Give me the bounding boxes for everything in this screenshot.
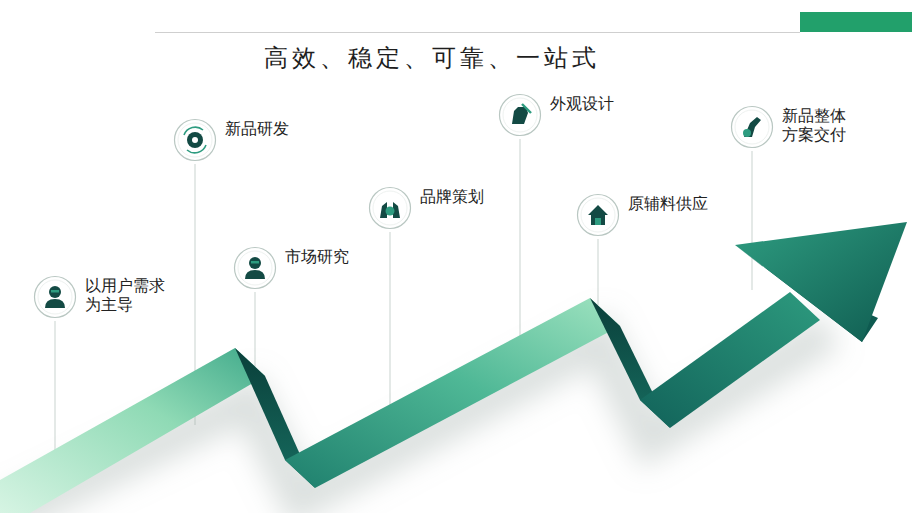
node-icon — [498, 93, 542, 137]
icon-ring — [175, 120, 216, 161]
house-door — [595, 218, 601, 225]
node-icon — [233, 246, 277, 290]
milestone-label: 品牌策划 — [420, 187, 484, 206]
wrench-icon — [522, 104, 531, 113]
icon-inner-ring — [38, 280, 72, 314]
gear-hole — [192, 137, 198, 143]
milestone-label: 新品研发 — [225, 119, 289, 138]
icon-inner-ring — [238, 251, 272, 285]
icon-ring — [732, 107, 773, 148]
leader-line — [598, 239, 599, 305]
leader-line — [520, 139, 521, 340]
header-rule — [155, 32, 800, 33]
title: 高效、稳定、可靠、一站式 — [212, 42, 652, 74]
cycle-arrows — [184, 127, 206, 153]
milestone-node: 原辅料供应 — [576, 193, 708, 237]
icon-inner-ring — [373, 191, 407, 225]
person-detail — [51, 290, 59, 293]
milestone-node: 市场研究 — [233, 246, 349, 290]
person-head — [249, 257, 261, 269]
icon-ring — [370, 188, 411, 229]
hand-tool-icon — [512, 107, 528, 124]
icon-ring — [35, 277, 76, 318]
person-detail — [251, 261, 259, 264]
gear-icon — [386, 207, 395, 216]
icon-inner-ring — [503, 98, 537, 132]
milestone-label: 原辅料供应 — [628, 194, 708, 213]
milestone-node: 新品整体 方案交付 — [730, 105, 852, 149]
node-icon — [576, 193, 620, 237]
house-icon — [588, 205, 608, 225]
icon-ring — [500, 95, 541, 136]
icon-inner-ring — [581, 198, 615, 232]
milestone-node: 品牌策划 — [368, 186, 484, 230]
leader-line — [390, 232, 391, 425]
icon-ring — [578, 195, 619, 236]
milestone-label: 新品整体 方案交付 — [782, 106, 852, 144]
arrow-face — [0, 348, 265, 513]
node-icon — [368, 186, 412, 230]
gear-icon — [743, 129, 751, 137]
header-bar — [800, 12, 912, 32]
node-icon — [173, 118, 217, 162]
person-body — [245, 270, 265, 279]
arrow-face — [285, 298, 620, 488]
node-icon — [730, 105, 774, 149]
leader-line — [752, 151, 753, 290]
person-body — [45, 299, 65, 308]
icon-inner-ring — [735, 110, 769, 144]
milestone-node: 外观设计 — [498, 93, 614, 137]
milestone-node: 新品研发 — [173, 118, 289, 162]
hand-icon — [744, 117, 761, 137]
milestone-label: 以用户需求 为主导 — [85, 276, 170, 314]
node-icon — [33, 275, 77, 319]
person-head — [49, 286, 61, 298]
milestone-label: 外观设计 — [550, 94, 614, 113]
milestone-label: 市场研究 — [285, 247, 349, 266]
hands-icon — [380, 202, 400, 218]
gear-icon — [187, 132, 203, 148]
arrow-head — [735, 222, 907, 342]
icon-ring — [235, 248, 276, 289]
icon-inner-ring — [178, 123, 212, 157]
arrow-face — [640, 292, 820, 428]
milestone-node: 以用户需求 为主导 — [33, 275, 170, 319]
